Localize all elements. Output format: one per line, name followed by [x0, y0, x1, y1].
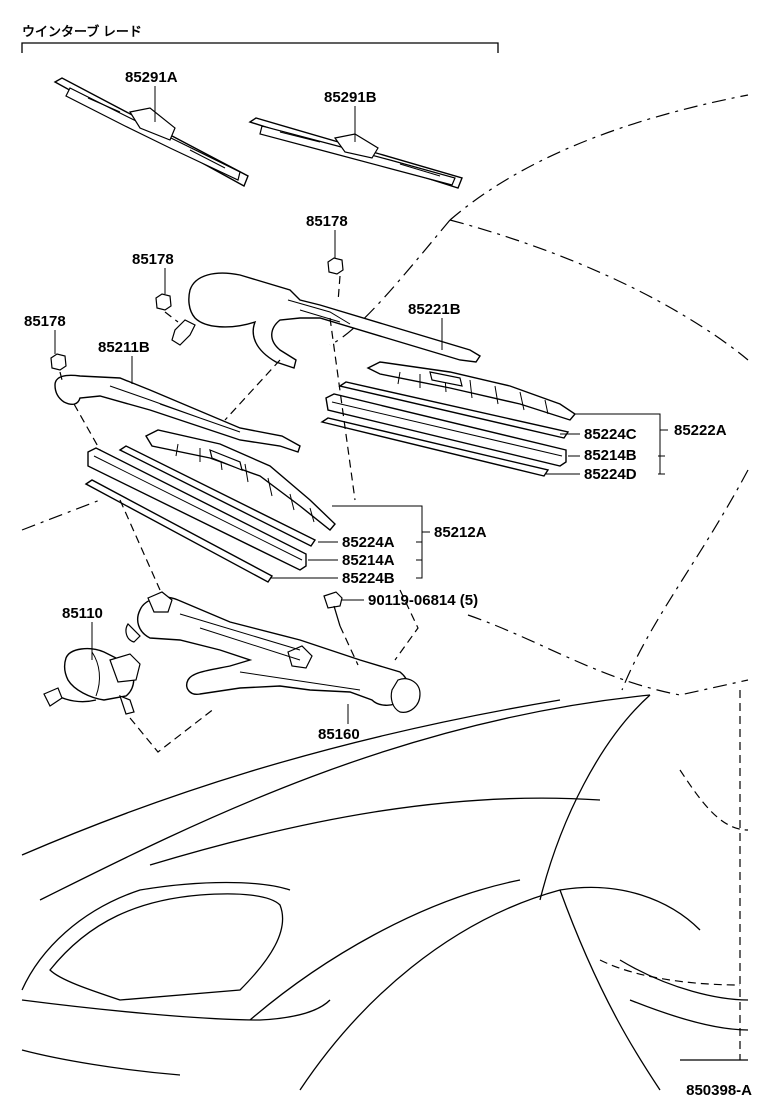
label-85222a: 85222A [674, 422, 727, 439]
label-85178-top: 85178 [306, 213, 348, 230]
drawing-number: 850398-A [686, 1082, 752, 1099]
section-title: ウインターブ レード [22, 24, 142, 39]
label-85178-left: 85178 [24, 313, 66, 330]
wiper-link-85160 [125, 591, 421, 713]
label-85224b: 85224B [342, 570, 395, 587]
assembly-lines [59, 275, 419, 753]
label-85221b: 85221B [408, 301, 461, 318]
label-85224c: 85224C [584, 426, 637, 443]
leader-lines [54, 86, 668, 724]
wiper-blade-assy-85212a [84, 429, 336, 583]
label-85224a: 85224A [342, 534, 395, 551]
label-85178-middle: 85178 [132, 251, 174, 268]
nut-85178-top [327, 257, 344, 275]
wiper-blade-85291a [53, 77, 249, 187]
wiper-arm-85211b [54, 374, 301, 453]
label-85110: 85110 [62, 605, 103, 622]
wiper-motor-85110 [43, 647, 141, 715]
label-85291b: 85291B [324, 89, 377, 106]
nut-85178-left [50, 353, 67, 371]
label-85214b: 85214B [584, 447, 637, 464]
label-85212a: 85212A [434, 524, 487, 541]
wiper-blade-assy-85222a [320, 361, 577, 477]
label-85160: 85160 [318, 726, 360, 743]
section-bracket [21, 42, 499, 53]
wiper-blade-85291b [248, 117, 463, 189]
bolt-90119 [323, 591, 343, 627]
label-90119-06814: 90119-06814 (5) [368, 592, 478, 609]
wiper-arm-85221b [171, 272, 481, 369]
car-body-outline [21, 94, 749, 1091]
label-85214a: 85214A [342, 552, 395, 569]
nut-85178-middle [155, 293, 172, 311]
label-85224d: 85224D [584, 466, 637, 483]
label-85291a: 85291A [125, 69, 178, 86]
label-85211b: 85211B [98, 339, 150, 356]
